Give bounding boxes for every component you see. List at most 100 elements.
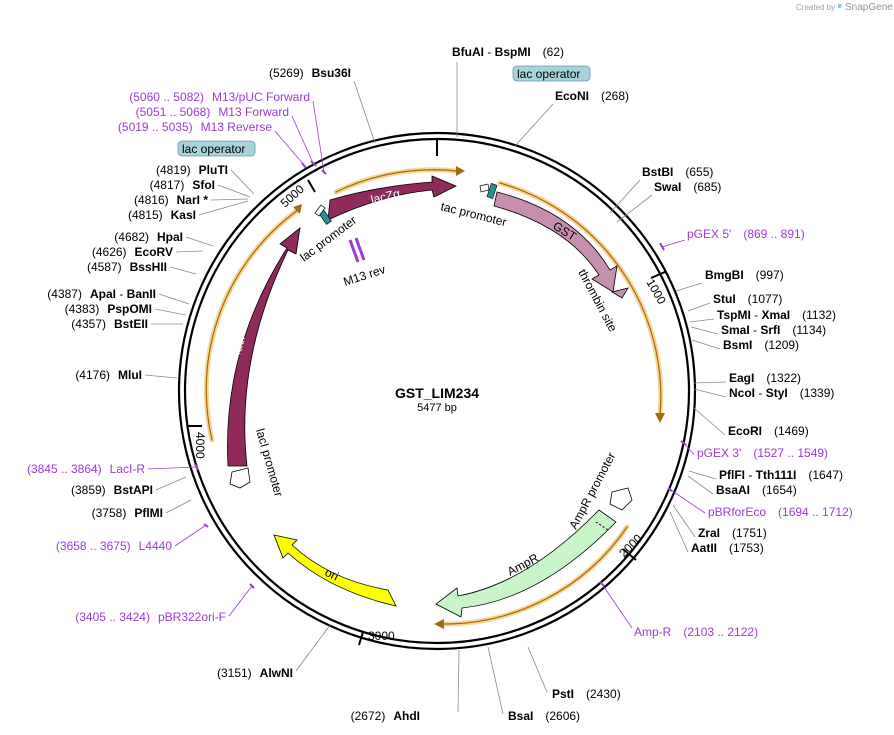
primer-pbr322ori-f[interactable]: (3405 .. 3424)pBR322ori-F	[75, 610, 226, 624]
primer-label-m13-forward: (5051 .. 5068)M13 Forward	[136, 105, 289, 119]
enzyme-label-alwni: (3151)AlwNI	[217, 666, 293, 680]
enzyme-site-pflfi-tth111i[interactable]: PflFI - Tth111I(1647)	[719, 468, 843, 482]
leader-pflfi-tth111i	[688, 470, 717, 480]
snapgene-brand: SnapGene	[845, 2, 893, 13]
enzyme-label-swai: SwaI(685)	[654, 180, 721, 194]
enzyme-site-bsmi[interactable]: BsmI(1209)	[723, 338, 799, 352]
enzyme-site-ahdi[interactable]: (2672)AhdI	[351, 709, 420, 723]
enzyme-site-swai[interactable]: SwaI(685)	[654, 180, 721, 194]
laci-label: lacI	[229, 334, 248, 356]
enzyme-site-sfoi[interactable]: (4817)SfoI	[150, 178, 215, 192]
primer-label-pgex-5: pGEX 5'(869 .. 891)	[687, 227, 805, 241]
enzyme-site-bsai[interactable]: BsaI(2606)	[508, 709, 580, 723]
primer-m13-puc-forward[interactable]: (5060 .. 5082)M13/pUC Forward	[129, 90, 310, 104]
primer-pgex-5[interactable]: pGEX 5'(869 .. 891)	[687, 227, 805, 241]
enzyme-label-apai-banii: (4387)ApaI - BanII	[47, 287, 156, 301]
enzyme-label-eagi: EagI(1322)	[729, 371, 801, 385]
thrombin-site-feature[interactable]	[610, 287, 629, 299]
primer-pgex-3[interactable]: pGEX 3'(1527 .. 1549)	[697, 446, 828, 460]
leader-nari	[210, 198, 249, 201]
enzyme-label-bsteii: (4357)BstEII	[71, 317, 148, 331]
enzyme-label-ncoi-styi: NcoI - StyI(1339)	[729, 386, 834, 400]
primer-leader-pgex-5	[661, 239, 686, 248]
primer-labels: pGEX 5'(869 .. 891) pGEX 3'(1527 .. 1549)…	[27, 90, 853, 639]
enzyme-label-ecori: EcoRI(1469)	[728, 424, 809, 438]
enzyme-site-bsshii[interactable]: (4587)BssHII	[87, 260, 167, 274]
created-by-text: Created by	[796, 3, 835, 12]
leader-smai-srfi	[690, 326, 719, 335]
leader-bsaai	[687, 475, 714, 495]
leader-psti	[527, 646, 548, 693]
enzyme-site-nari[interactable]: (4816)NarI *	[134, 193, 208, 207]
enzyme-site-psti[interactable]: PstI(2430)	[552, 687, 621, 701]
primer-amp-r[interactable]: Amp-R(2103 .. 2122)	[634, 625, 758, 639]
laci-promoter-label: lacI promoter	[253, 427, 286, 498]
ori-feature[interactable]	[273, 534, 397, 607]
svg-text:lac operator: lac operator	[182, 142, 245, 156]
primer-l4440[interactable]: (3658 .. 3675)L4440	[56, 539, 172, 553]
leader-econi	[514, 103, 554, 147]
primer-leader-pbrforeco	[670, 489, 706, 514]
m13-rev-arrows	[348, 237, 366, 263]
enzyme-site-econi[interactable]: EcoNI(268)	[555, 89, 629, 103]
leader-bsmi	[691, 339, 721, 350]
enzyme-site-tspmi-xmai[interactable]: TspMI - XmaI(1132)	[717, 308, 836, 322]
leader-bsu36i	[353, 80, 376, 144]
leader-bmgbi	[675, 282, 703, 292]
enzyme-site-bmgbi[interactable]: BmgBI(997)	[705, 268, 784, 282]
lacza-feature[interactable]	[327, 175, 457, 221]
enzyme-site-ecori[interactable]: EcoRI(1469)	[728, 424, 809, 438]
enzyme-site-apai-banii[interactable]: (4387)ApaI - BanII	[47, 287, 156, 301]
enzyme-site-bstapi[interactable]: (3859)BstAPI	[71, 483, 153, 497]
ori-label: ori	[323, 565, 341, 583]
primer-label-m13-puc-forward: (5060 .. 5082)M13/pUC Forward	[129, 90, 310, 104]
enzyme-site-smai-srfi[interactable]: SmaI - SrfI(1134)	[721, 323, 826, 337]
enzyme-label-mlui: (4176)MluI	[75, 368, 142, 382]
tick-marks	[188, 139, 666, 646]
leader-mlui	[144, 374, 178, 379]
enzyme-site-ecorv[interactable]: (4626)EcoRV	[92, 245, 173, 259]
enzyme-site-stui[interactable]: StuI(1077)	[713, 292, 782, 306]
primer-laci-r[interactable]: (3845 .. 3864)LacI-R	[27, 462, 145, 476]
m13-rev-label: M13 rev	[342, 262, 388, 289]
laci-feature[interactable]	[227, 227, 301, 467]
primer-m13-forward[interactable]: (5051 .. 5068)M13 Forward	[136, 105, 289, 119]
primer-label-m13-reverse: (5019 .. 5035)M13 Reverse	[118, 120, 272, 134]
ampr-feature[interactable]	[435, 509, 617, 618]
primer-label-pbr322ori-f: (3405 .. 3424)pBR322ori-F	[75, 610, 226, 624]
enzyme-site-bstbi[interactable]: BstBI(655)	[642, 165, 713, 179]
enzyme-label-bsai: BsaI(2606)	[508, 709, 580, 723]
primer-m13-reverse[interactable]: (5019 .. 5035)M13 Reverse	[118, 120, 272, 134]
enzyme-site-bsu36i[interactable]: (5269)Bsu36I	[269, 66, 351, 80]
enzyme-site-bfuai-bspmi[interactable]: BfuAI - BspMI(62)	[452, 45, 564, 59]
orf-arcs	[203, 167, 664, 627]
leader-ecorv	[175, 250, 204, 253]
tick-label-1000: 1000	[643, 277, 669, 307]
enzyme-site-zrai[interactable]: ZraI(1751)	[698, 526, 767, 540]
leader-lines	[144, 62, 727, 715]
enzyme-site-pspomi[interactable]: (4383)PspOMI	[65, 302, 152, 316]
enzyme-site-ncoi-styi[interactable]: NcoI - StyI(1339)	[729, 386, 834, 400]
enzyme-site-bsteii[interactable]: (4357)BstEII	[71, 317, 148, 331]
enzyme-site-eagi[interactable]: EagI(1322)	[729, 371, 801, 385]
leader-swai	[616, 194, 653, 223]
enzyme-site-mlui[interactable]: (4176)MluI	[75, 368, 142, 382]
enzyme-label-bsaai: BsaAI(1654)	[716, 483, 797, 497]
enzyme-site-kasi[interactable]: (4815)KasI	[128, 208, 196, 222]
primer-pbrforeco[interactable]: pBRforEco(1694 .. 1712)	[708, 505, 853, 519]
primer-leader-pbr322ori-f	[228, 585, 253, 617]
enzyme-site-aatii[interactable]: AatII(1753)	[691, 541, 764, 555]
laci-promoter-glyph	[229, 467, 251, 489]
leader-kasi	[198, 200, 249, 216]
tac-promoter-glyph	[479, 183, 490, 193]
enzyme-site-pflmi[interactable]: (3758)PflMI	[92, 506, 163, 520]
enzyme-label-smai-srfi: SmaI - SrfI(1134)	[721, 323, 826, 337]
enzyme-label-bstapi: (3859)BstAPI	[71, 483, 153, 497]
enzyme-site-hpai[interactable]: (4682)HpaI	[114, 230, 183, 244]
snapgene-logo: SnapGene	[838, 2, 893, 13]
enzyme-site-bsaai[interactable]: BsaAI(1654)	[716, 483, 797, 497]
orf-arrowheads	[293, 166, 665, 629]
enzyme-site-alwni[interactable]: (3151)AlwNI	[217, 666, 293, 680]
enzyme-site-pluti[interactable]: (4819)PluTI	[156, 163, 228, 177]
primer-leader-m13-reverse	[274, 130, 305, 166]
